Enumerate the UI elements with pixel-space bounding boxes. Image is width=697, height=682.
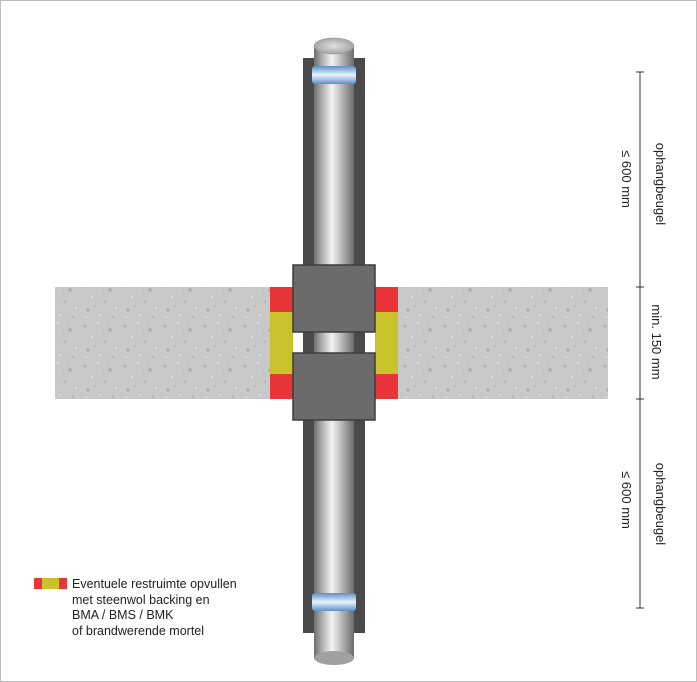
lower-side-label: ophangbeugel bbox=[653, 462, 668, 546]
pipe-bottom-cap bbox=[314, 651, 354, 665]
fill-yellow-right bbox=[375, 312, 398, 374]
upper-side-label: ophangbeugel bbox=[653, 142, 668, 226]
concrete-slab-right bbox=[398, 287, 608, 399]
fill-red-left-bottom bbox=[270, 374, 293, 399]
pipe bbox=[314, 46, 354, 658]
fill-red-right-bottom bbox=[375, 374, 398, 399]
legend-swatch-red-left bbox=[34, 578, 42, 589]
legend-line: BMA / BMS / BMK bbox=[72, 608, 174, 622]
collar-bottom bbox=[292, 352, 376, 421]
pipe-clip-bottom bbox=[312, 593, 356, 611]
middle-dimension-label: min. 150 mm bbox=[649, 304, 664, 380]
concrete-slab-left bbox=[55, 287, 270, 399]
legend-swatch bbox=[34, 578, 67, 589]
upper-dimension-label: ≤ 600 mm bbox=[619, 150, 634, 208]
legend-line: met steenwol backing en bbox=[72, 592, 210, 607]
lower-dimension-label: ≤ 600 mm bbox=[619, 471, 634, 529]
fill-red-right-top bbox=[375, 287, 398, 312]
fill-red-left-top bbox=[270, 287, 293, 312]
legend-line: Eventuele restruimte opvullen bbox=[72, 577, 237, 591]
legend-text: Eventuele restruimte opvullen met steenw… bbox=[72, 577, 237, 639]
fill-yellow-left bbox=[270, 312, 293, 374]
pipe-top-cap bbox=[313, 37, 355, 55]
legend-swatch-yellow bbox=[42, 578, 59, 589]
legend-line: of brandwerende mortel bbox=[72, 623, 205, 638]
collar-top bbox=[292, 264, 376, 333]
pipe-clip-top bbox=[312, 66, 356, 84]
legend-swatch-red-right bbox=[59, 578, 67, 589]
